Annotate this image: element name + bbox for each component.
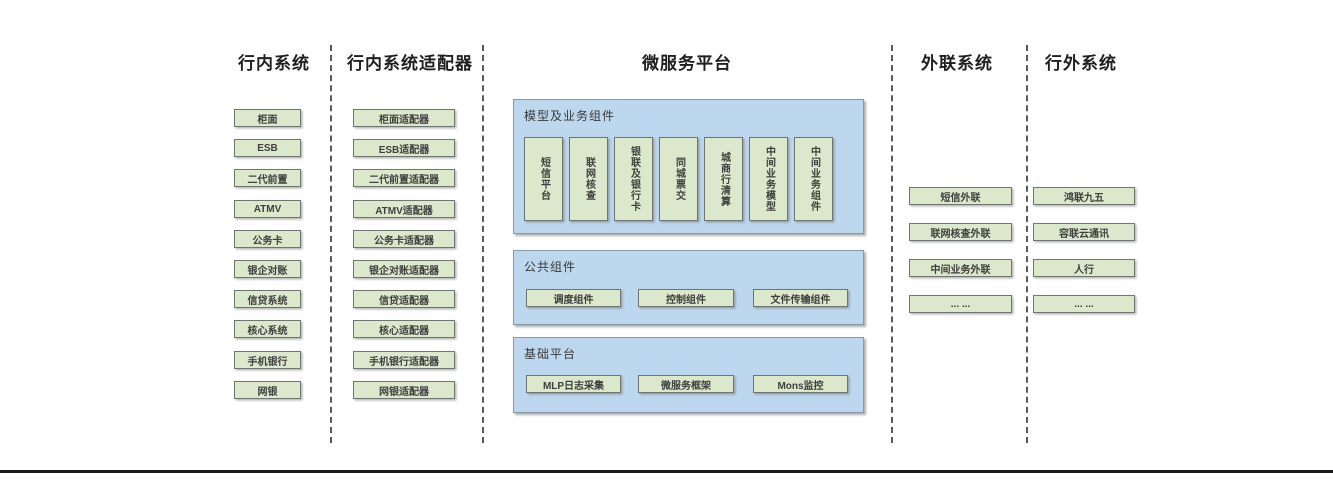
diagram-box: Mons监控 [753, 375, 848, 393]
diagram-box: 中间业务模型 [749, 137, 788, 221]
diagram-box: 中间业务外联 [909, 259, 1012, 277]
diagram-box: ATMV [234, 200, 301, 218]
panel-base-platform: 基础平台 MLP日志采集 微服务框架 Mons监控 [513, 337, 864, 413]
panel-model-business-components: 模型及业务组件 短信平台 联网核查 银联及银行卡 同城票交 城商行清算 中间业务… [513, 99, 864, 234]
column-separator-2 [482, 45, 484, 443]
diagram-box: ... ... [1033, 295, 1135, 313]
diagram-box: 联网核查外联 [909, 223, 1012, 241]
diagram-box: 联网核查 [569, 137, 608, 221]
column-title-outside-bank-systems: 行外系统 [1045, 54, 1117, 73]
panel-title: 公共组件 [524, 260, 577, 274]
diagram-box: MLP日志采集 [526, 375, 621, 393]
diagram-box: 容联云通讯 [1033, 223, 1135, 241]
diagram-box: 二代前置 [234, 169, 301, 187]
diagram-box-label: 银联及银行卡 [628, 146, 640, 212]
diagram-box: 短信平台 [524, 137, 563, 221]
diagram-box: 中间业务组件 [794, 137, 833, 221]
column-separator-1 [330, 45, 332, 443]
diagram-box: 核心适配器 [353, 320, 455, 338]
diagram-box: ESB适配器 [353, 139, 455, 157]
column-title-internal-system-adapters: 行内系统适配器 [347, 54, 473, 73]
diagram-box: 网银 [234, 381, 301, 399]
diagram-box: 微服务框架 [638, 375, 734, 393]
diagram-box: 控制组件 [638, 289, 734, 307]
diagram-box: 手机银行 [234, 351, 301, 369]
diagram-box-label: 短信平台 [538, 157, 550, 201]
diagram-box: 调度组件 [526, 289, 621, 307]
diagram-box: 柜面 [234, 109, 301, 127]
diagram-box: 短信外联 [909, 187, 1012, 205]
diagram-box-label: 联网核查 [583, 157, 595, 201]
diagram-box: 信贷系统 [234, 290, 301, 308]
diagram-box: 公务卡适配器 [353, 230, 455, 248]
diagram-box: ... ... [909, 295, 1012, 313]
diagram-box: 手机银行适配器 [353, 351, 455, 369]
diagram-box-label: 中间业务模型 [763, 146, 775, 212]
diagram-box: ESB [234, 139, 301, 157]
diagram-box: 柜面适配器 [353, 109, 455, 127]
diagram-box-label: 城商行清算 [718, 151, 730, 207]
diagram-box: 核心系统 [234, 320, 301, 338]
diagram-box: 文件传输组件 [753, 289, 848, 307]
diagram-box: 银企对账适配器 [353, 260, 455, 278]
panel-title: 模型及业务组件 [524, 109, 616, 123]
diagram-box: 网银适配器 [353, 381, 455, 399]
diagram-box: 城商行清算 [704, 137, 743, 221]
panel-common-components: 公共组件 调度组件 控制组件 文件传输组件 [513, 250, 864, 325]
diagram-box: 银联及银行卡 [614, 137, 653, 221]
column-separator-3 [891, 45, 893, 443]
panel-title: 基础平台 [524, 347, 577, 361]
diagram-box-label: 中间业务组件 [808, 146, 820, 212]
diagram-box-label: 同城票交 [673, 157, 685, 201]
diagram-box: ATMV适配器 [353, 200, 455, 218]
column-title-external-link-systems: 外联系统 [921, 54, 993, 73]
diagram-box: 信贷适配器 [353, 290, 455, 308]
diagram-box: 公务卡 [234, 230, 301, 248]
diagram-box: 银企对账 [234, 260, 301, 278]
diagram-box: 鸿联九五 [1033, 187, 1135, 205]
diagram-box: 二代前置适配器 [353, 169, 455, 187]
column-title-microservice-platform: 微服务平台 [642, 54, 732, 73]
diagram-box: 人行 [1033, 259, 1135, 277]
column-title-internal-systems: 行内系统 [238, 54, 310, 73]
diagram-box: 同城票交 [659, 137, 698, 221]
column-separator-4 [1026, 45, 1028, 443]
bottom-rule [0, 470, 1333, 473]
